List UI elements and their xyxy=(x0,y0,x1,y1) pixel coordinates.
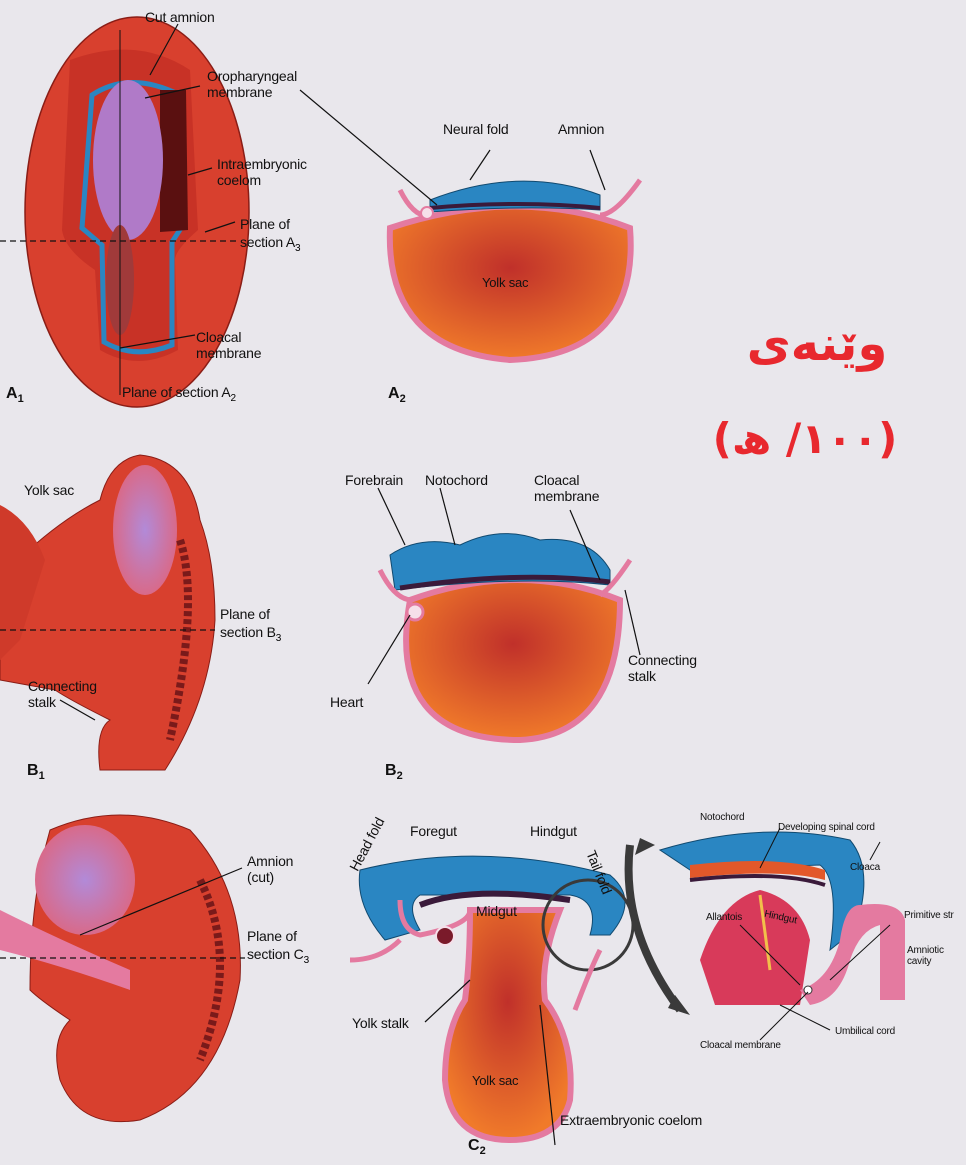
label-amnion-a2: Amnion xyxy=(558,121,604,137)
panel-b1-sub: 1 xyxy=(39,770,45,782)
panel-a2-sub: 2 xyxy=(400,393,406,405)
panel-label-a2: A2 xyxy=(388,385,406,405)
plane-a3-sub: 3 xyxy=(295,243,301,254)
label-hindgut: Hindgut xyxy=(530,823,577,839)
plane-c3-text: Plane of section C xyxy=(247,928,304,962)
plane-b3-text: Plane of section B xyxy=(220,606,276,640)
label-midgut: Midgut xyxy=(476,903,517,919)
c2-cross-section xyxy=(350,856,633,1140)
label-plane-section-b3: Plane of section B3 xyxy=(220,606,281,642)
label-heart: Heart xyxy=(330,694,363,710)
panel-c2-sub: 2 xyxy=(480,1145,486,1157)
label-plane-section-a2: Plane of section A2 xyxy=(122,384,236,402)
label-cloacal-membrane-b2: Cloacal membrane xyxy=(534,472,599,504)
label-allantois: Allantois xyxy=(706,912,742,923)
kurdish-title: وێنەی xyxy=(722,316,912,372)
panel-b2-letter: B xyxy=(385,762,397,779)
b2-cross-section xyxy=(380,534,630,740)
label-yolk-sac-c2: Yolk sac xyxy=(472,1073,518,1089)
label-cut-amnion: Cut amnion xyxy=(145,9,215,25)
label-amnion-cut: Amnion (cut) xyxy=(247,853,293,885)
label-neural-fold: Neural fold xyxy=(443,121,509,137)
plane-a2-text: Plane of section A xyxy=(122,384,230,400)
label-notochord-b2: Notochord xyxy=(425,472,488,488)
label-yolk-stalk: Yolk stalk xyxy=(352,1015,409,1031)
panel-label-a1: A1 xyxy=(6,385,24,405)
label-foregut: Foregut xyxy=(410,823,457,839)
panel-a1-sub: 1 xyxy=(18,393,24,405)
panel-b1-letter: B xyxy=(27,762,39,779)
label-plane-section-c3: Plane of section C3 xyxy=(247,928,309,964)
kurdish-caption: (١٠٠/ ھ) xyxy=(690,414,920,463)
label-connecting-stalk-b1: Connecting stalk xyxy=(28,678,97,710)
label-cloacal-membrane-detail: Cloacal membrane xyxy=(700,1040,781,1051)
label-umbilical-cord: Umbilical cord xyxy=(835,1026,895,1037)
panel-c2-letter: C xyxy=(468,1137,480,1154)
label-yolk-sac-a2: Yolk sac xyxy=(482,275,528,291)
panel-label-b2: B2 xyxy=(385,762,403,782)
label-developing-spinal-cord: Developing spinal cord xyxy=(778,822,875,833)
c1-side-view xyxy=(0,815,245,1122)
label-connecting-stalk-b2: Connecting stalk xyxy=(628,652,697,684)
label-notochord-detail: Notochord xyxy=(700,812,744,823)
label-intraembryonic-coelom: Intraembryonic coelom xyxy=(217,156,307,188)
plane-a2-sub: 2 xyxy=(230,393,236,404)
panel-a2-letter: A xyxy=(388,385,400,402)
label-yolk-sac-b1: Yolk sac xyxy=(24,482,74,498)
plane-a3-text: Plane of section A xyxy=(240,216,295,250)
label-plane-section-a3: Plane of section A3 xyxy=(240,216,301,252)
panel-label-b1: B1 xyxy=(27,762,45,782)
c-detail-enlargement xyxy=(629,832,905,1015)
panel-b2-sub: 2 xyxy=(397,770,403,782)
a2-cross-section xyxy=(390,180,640,360)
plane-c3-sub: 3 xyxy=(304,955,310,966)
panel-a1-letter: A xyxy=(6,385,18,402)
label-oropharyngeal-membrane: Oropharyngeal membrane xyxy=(207,68,297,100)
plane-b3-sub: 3 xyxy=(276,633,282,644)
label-primitive-streak: Primitive str xyxy=(904,910,954,921)
label-amniotic-cavity: Amniotic cavity xyxy=(907,945,944,967)
panel-label-c2: C2 xyxy=(468,1137,486,1157)
label-cloaca: Cloaca xyxy=(850,862,880,873)
label-extraembryonic-coelom: Extraembryonic coelom xyxy=(560,1112,702,1128)
label-forebrain: Forebrain xyxy=(345,472,403,488)
b1-side-view xyxy=(0,455,215,770)
label-cloacal-membrane-a1: Cloacal membrane xyxy=(196,329,261,361)
